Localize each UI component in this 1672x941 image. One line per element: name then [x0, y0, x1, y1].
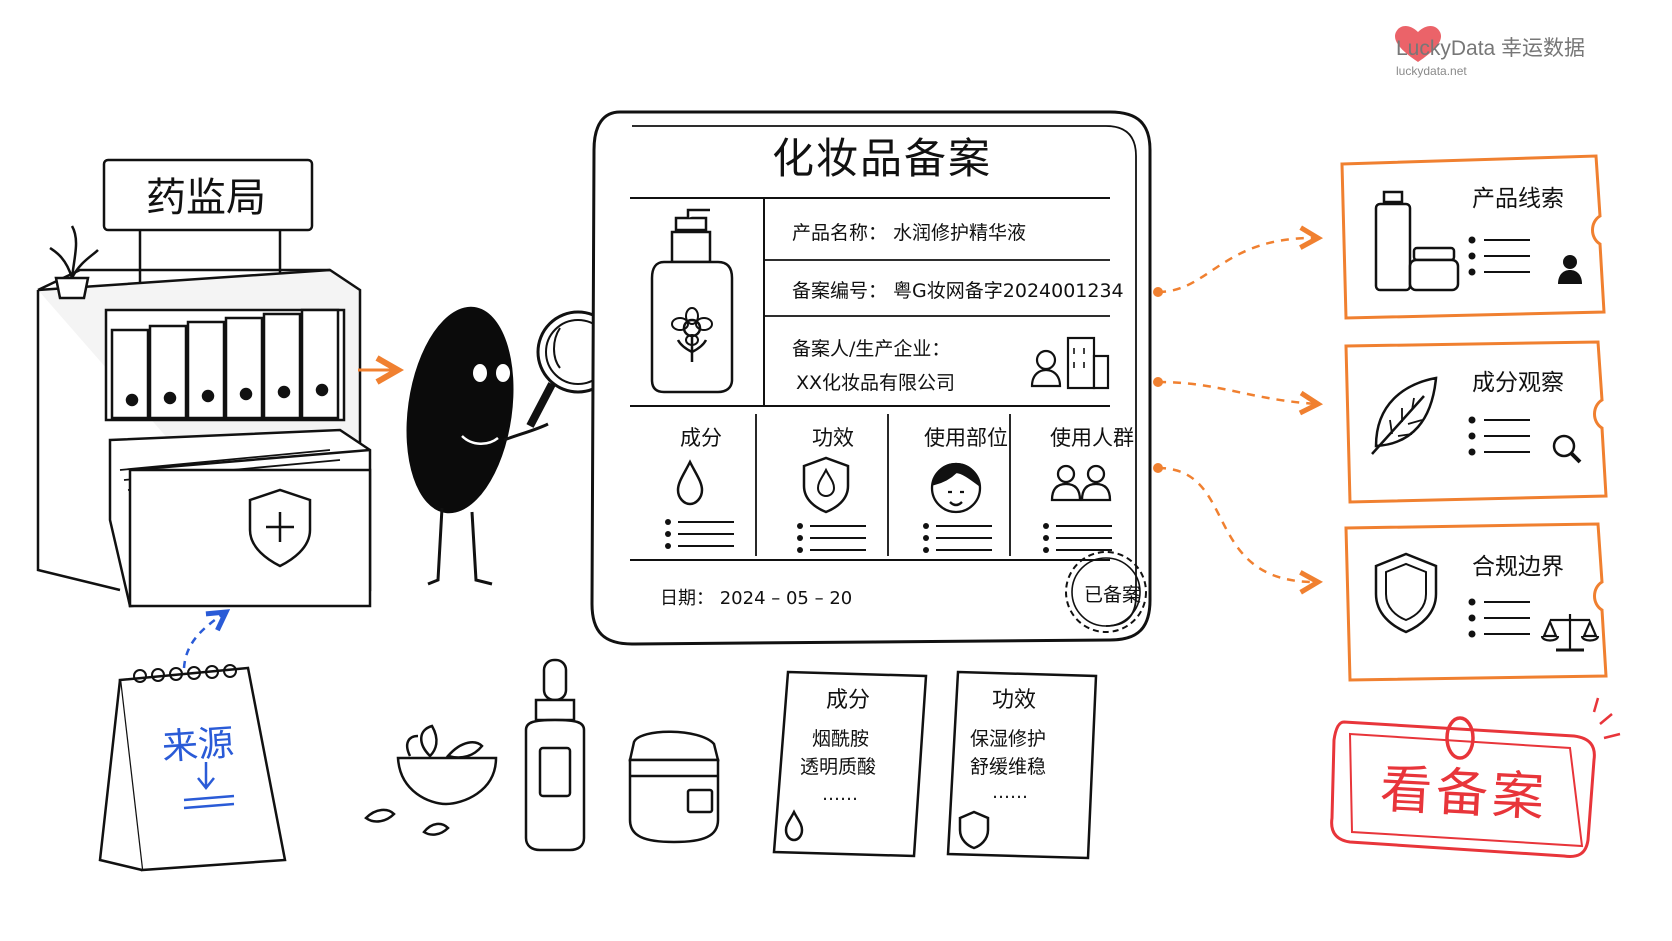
- record-number-field: 备案编号： 粤G妆网备字2024001234: [792, 280, 1124, 302]
- connector-dots: [1153, 287, 1163, 473]
- insight-title-product-clues: 产品线索: [1472, 186, 1564, 212]
- filing-document: [590, 110, 1152, 646]
- column-efficacy: 功效: [812, 426, 854, 450]
- cosmetic-bottles-icon: [1374, 190, 1460, 292]
- ingredient-card-line1: 烟酰胺: [812, 728, 870, 750]
- agency-sign-label: 药监局: [146, 175, 266, 221]
- column-ingredients: 成分: [680, 426, 722, 450]
- efficacy-card: [946, 670, 1098, 860]
- ingredient-card-line2: 透明质酸: [800, 756, 877, 778]
- insight-title-compliance: 合规边界: [1472, 554, 1564, 580]
- leaf-icon: [1371, 376, 1438, 455]
- efficacy-card-title: 功效: [992, 688, 1037, 713]
- ingredient-card-more: ……: [822, 784, 858, 805]
- filing-date: 日期： 2024 – 05 – 20: [660, 588, 853, 609]
- shield-icon: [1374, 552, 1438, 634]
- arrow-calendar-to-drawer: [182, 612, 226, 669]
- people-icon: [1050, 464, 1112, 502]
- document-title: 化妆品备案: [772, 134, 993, 183]
- product-illustrations: [364, 658, 720, 852]
- brand-url: luckydata.net: [1396, 64, 1467, 78]
- face-icon: [930, 462, 982, 514]
- efficacy-card-line1: 保湿修护: [970, 728, 1047, 750]
- person-building-icon: [1030, 336, 1110, 390]
- view-filing-tag: [1330, 697, 1621, 858]
- filed-stamp: [1065, 551, 1147, 633]
- column-body-part: 使用部位: [924, 426, 1008, 450]
- applicant-label: 备案人/生产企业：: [792, 338, 951, 360]
- efficacy-card-more: ……: [992, 782, 1028, 803]
- product-name-field: 产品名称： 水润修护精华液: [792, 222, 1027, 244]
- insight-title-ingredient-watch: 成分观察: [1472, 370, 1564, 396]
- brand-name: LuckyData 幸运数据: [1396, 37, 1586, 60]
- calendar: [98, 664, 287, 872]
- efficacy-card-line2: 舒缓维稳: [970, 756, 1047, 778]
- applicant-value: XX化妆品有限公司: [796, 372, 956, 394]
- droplet-icon: [676, 459, 704, 506]
- view-filing-tag-label: 看备案: [1378, 759, 1550, 829]
- person-icon: [1558, 255, 1582, 284]
- column-target-users: 使用人群: [1050, 426, 1134, 450]
- connector-arrows: [1157, 238, 1318, 582]
- ingredient-card-title: 成分: [826, 688, 871, 713]
- filed-stamp-label: 已备案: [1084, 584, 1142, 606]
- scale-icon: [1540, 614, 1600, 652]
- serum-bottle-icon: [650, 208, 734, 394]
- brand-heart-icon: [1394, 26, 1442, 62]
- magnifier-small-icon: [1552, 434, 1582, 464]
- file-cabinet: [36, 158, 372, 608]
- bean-character: [406, 306, 549, 586]
- brand-logo: LuckyData 幸运数据 luckydata.net: [1396, 32, 1585, 78]
- calendar-label: 来源: [160, 722, 236, 769]
- ingredient-card: [772, 670, 928, 858]
